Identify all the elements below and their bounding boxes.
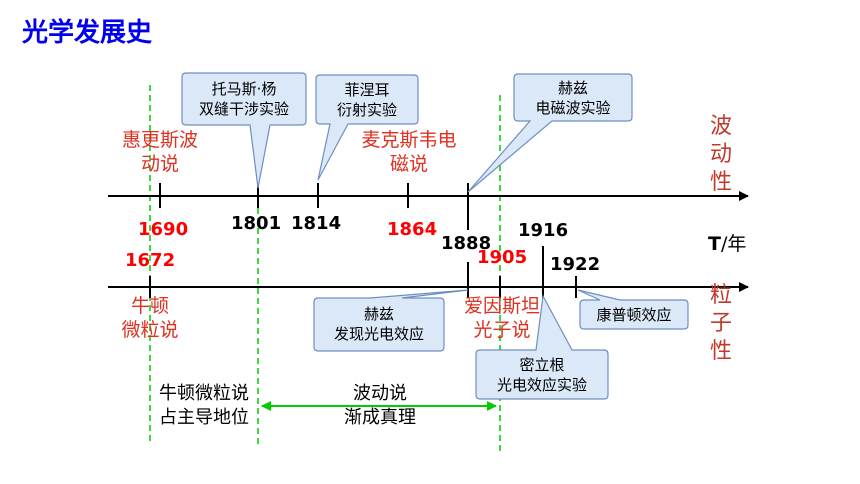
year-1814: 1814 (291, 213, 342, 234)
fresnel-callout-text: 菲涅耳衍射实验 (336, 81, 397, 119)
year-1690: 1690 (138, 219, 189, 240)
callout-millikan (475, 294, 609, 400)
callout-fresnel (315, 74, 419, 181)
hertz-photo-callout-text: 赫兹发现光电效应 (333, 305, 424, 343)
year-1888: 1888 (441, 233, 492, 254)
compton-callout-text: 康普顿效应 (596, 306, 672, 324)
young-callout-text: 托马斯·杨双缝干涉实验 (198, 80, 289, 118)
page-title: 光学发展史 (22, 18, 153, 48)
year-1801: 1801 (231, 213, 282, 234)
callout-young (181, 72, 307, 189)
hertz-em-callout-text: 赫兹电磁波实验 (535, 79, 611, 117)
maxwell-label: 麦克斯韦电磁说 (361, 129, 457, 175)
time-axis-unit: T/年 (708, 233, 747, 255)
year-1864: 1864 (387, 219, 438, 240)
newton-dominant-note: 牛顿微粒说占主导地位 (159, 383, 249, 428)
wave-axis-label: 波动性 (709, 114, 732, 195)
wave-truth-note: 波动说渐成真理 (344, 383, 416, 428)
callout-hertz-photo (313, 289, 469, 352)
year-1922: 1922 (550, 254, 601, 275)
year-1916: 1916 (518, 220, 569, 241)
einstein-label: 爱因斯坦光子说 (463, 295, 540, 341)
huygens-label: 惠更斯波动说 (121, 129, 198, 175)
newton-label: 牛顿微粒说 (121, 295, 179, 341)
millikan-callout-text: 密立根光电效应实验 (496, 356, 587, 394)
callout-hertz-em (467, 73, 633, 193)
year-1672: 1672 (125, 250, 176, 271)
particle-axis-label: 粒子性 (709, 283, 732, 364)
year-1905: 1905 (477, 247, 528, 268)
callout-compton (577, 289, 689, 330)
